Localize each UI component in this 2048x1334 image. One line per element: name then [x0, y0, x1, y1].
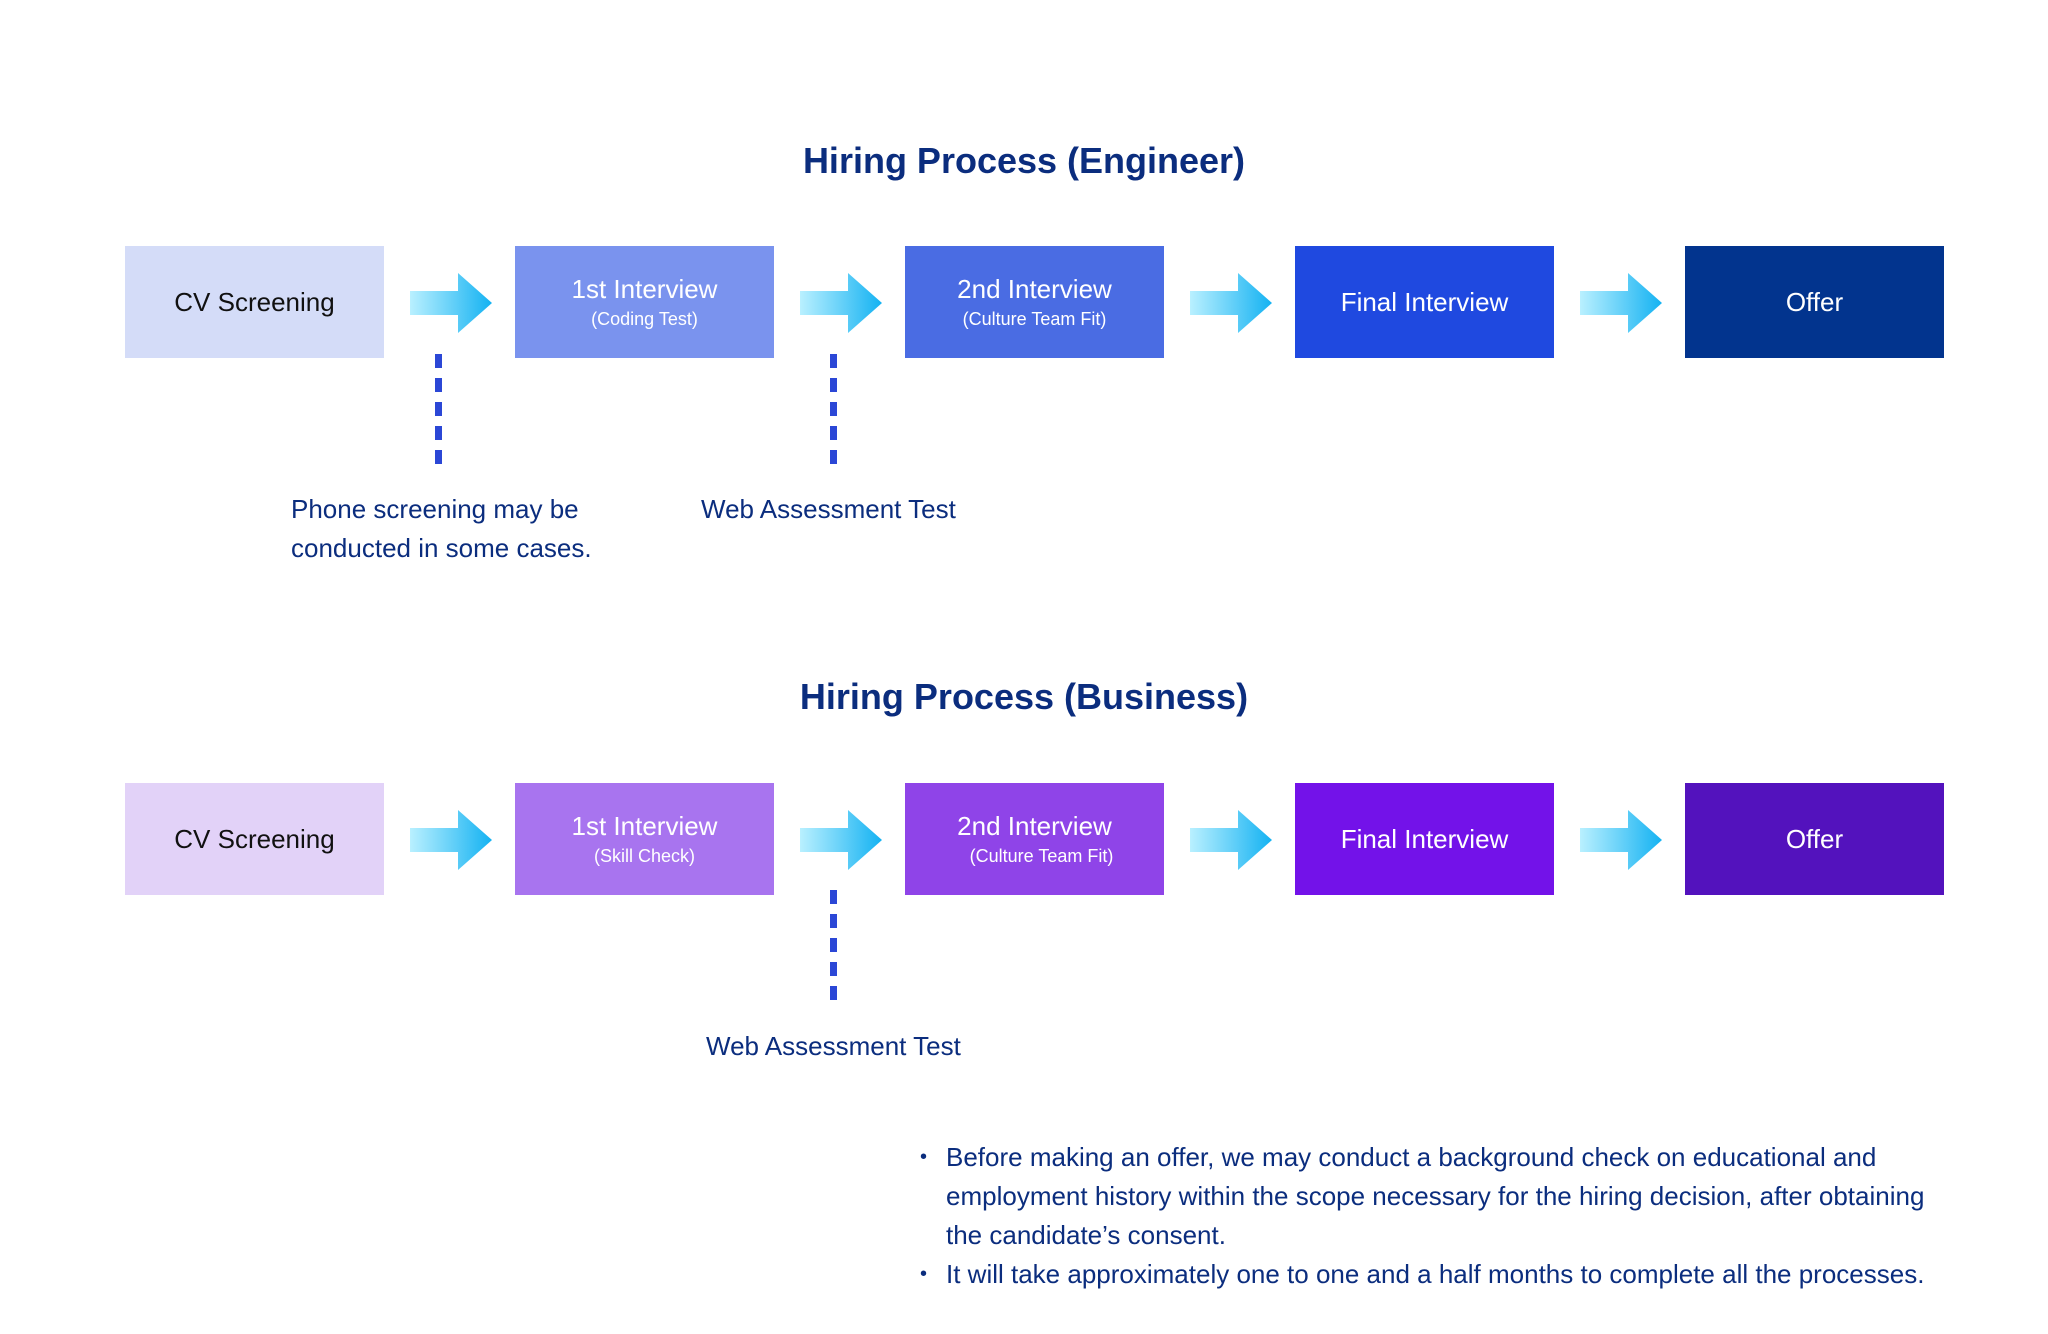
arrow-right-icon	[1580, 273, 1662, 333]
biz-step-final-interview: Final Interview	[1295, 783, 1554, 895]
note-line: Phone screening may be	[291, 494, 579, 524]
biz-step-label: CV Screening	[174, 824, 335, 854]
arrow-right-icon	[1580, 810, 1662, 870]
biz-step-sublabel: (Skill Check)	[593, 846, 695, 866]
arrow-right-icon	[1190, 273, 1272, 333]
eng-step-cv-screening: CV Screening	[125, 246, 384, 358]
footnote-item: It will take approximately one to one an…	[920, 1255, 1960, 1294]
eng-step-sublabel: (Coding Test)	[591, 309, 698, 329]
note-web-assessment: Web Assessment Test	[701, 494, 956, 524]
arrow-right-icon	[410, 273, 492, 333]
biz-step-offer: Offer	[1685, 783, 1944, 895]
footnote-list: Before making an offer, we may conduct a…	[920, 1138, 1960, 1294]
title-engineer: Hiring Process (Engineer)	[802, 140, 1246, 181]
biz-step-label: Final Interview	[1340, 824, 1509, 854]
note-line: conducted in some cases.	[291, 533, 592, 563]
footnote-item: Before making an offer, we may conduct a…	[920, 1138, 1960, 1255]
biz-step-cv-screening: CV Screening	[125, 783, 384, 895]
biz-step-label: 2nd Interview	[957, 811, 1112, 841]
biz-step-1st-interview: 1st Interview (Skill Check)	[515, 783, 774, 895]
note-phone-screening: Phone screening may be conducted in some…	[291, 490, 651, 568]
eng-step-sublabel: (Culture Team Fit)	[962, 309, 1107, 329]
eng-step-label: Offer	[1785, 287, 1844, 317]
arrow-right-icon	[410, 810, 492, 870]
eng-step-1st-interview: 1st Interview (Coding Test)	[515, 246, 774, 358]
eng-step-2nd-interview: 2nd Interview (Culture Team Fit)	[905, 246, 1164, 358]
eng-step-label: 2nd Interview	[957, 274, 1112, 304]
title-business: Hiring Process (Business)	[799, 676, 1249, 717]
biz-step-2nd-interview: 2nd Interview (Culture Team Fit)	[905, 783, 1164, 895]
eng-step-label: CV Screening	[174, 287, 335, 317]
dashed-connector	[435, 354, 442, 469]
biz-step-label: 1st Interview	[571, 811, 718, 841]
arrow-right-icon	[1190, 810, 1272, 870]
biz-step-label: Offer	[1785, 824, 1844, 854]
eng-step-label: 1st Interview	[571, 274, 718, 304]
note-web-assessment: Web Assessment Test	[706, 1031, 961, 1061]
biz-step-sublabel: (Culture Team Fit)	[969, 846, 1114, 866]
eng-step-offer: Offer	[1685, 246, 1944, 358]
arrow-right-icon	[800, 810, 882, 870]
eng-step-label: Final Interview	[1340, 287, 1509, 317]
eng-step-final-interview: Final Interview	[1295, 246, 1554, 358]
dashed-connector	[830, 890, 837, 1006]
arrow-right-icon	[800, 273, 882, 333]
dashed-connector	[830, 354, 837, 469]
